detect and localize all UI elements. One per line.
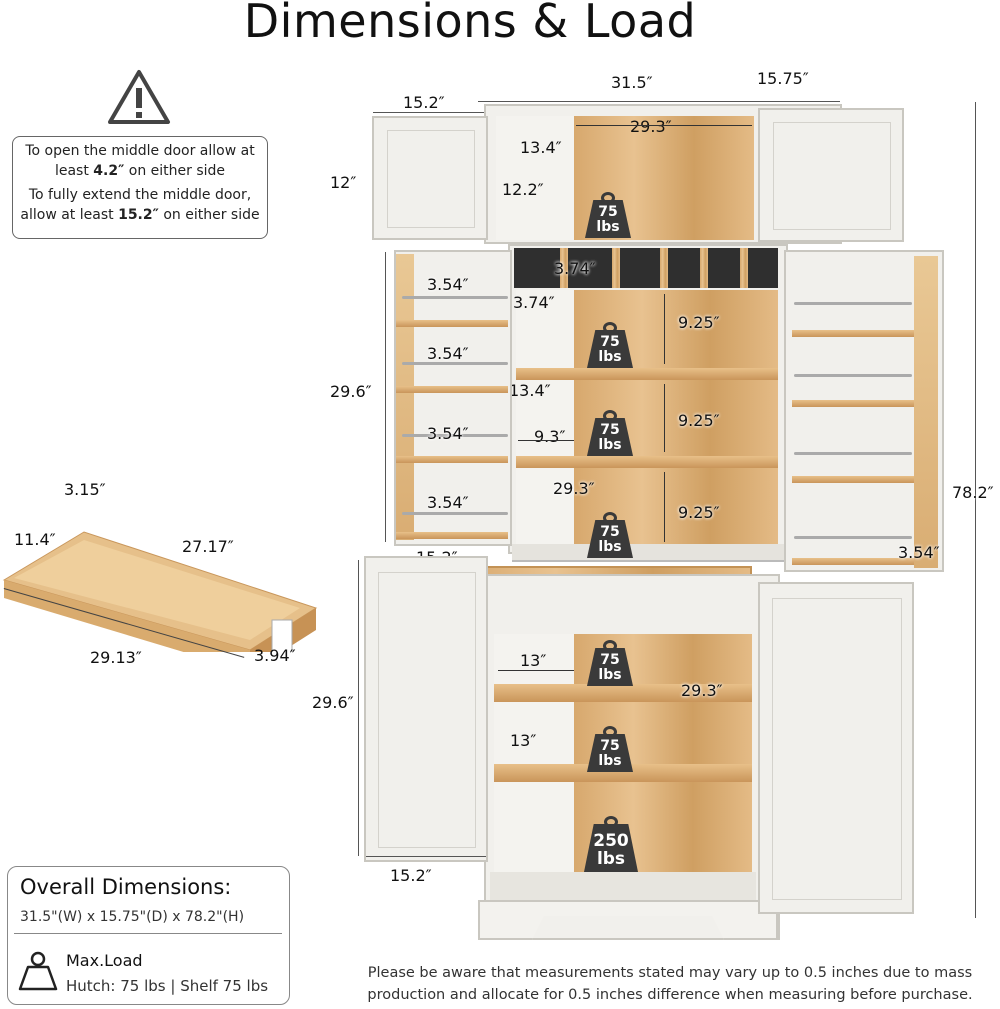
left-rack-shelf-4 [396, 532, 508, 539]
bottom-shelf-1 [494, 684, 752, 702]
hutch-inner-height-label: 12.2″ [502, 180, 544, 199]
bottom-door-width-label: 15.2″ [390, 866, 432, 885]
middle-bottom-shelf [512, 544, 784, 562]
bottom-left-door-panel [378, 572, 476, 848]
drawer-outer-height-label: 3.94″ [254, 646, 296, 665]
right-rack-shelf-4 [792, 558, 914, 565]
right-rack-shelf-3 [792, 476, 914, 483]
door-clearance-note: To open the middle door allow at least 4… [12, 136, 268, 239]
bottom-left-door[interactable] [364, 556, 488, 862]
middle-side-width-label: 9.3″ [534, 427, 566, 446]
rack-spacing-label-2: 3.54″ [427, 344, 469, 363]
drawer-drawing [2, 531, 318, 652]
middle-height-label: 29.6″ [330, 382, 372, 401]
bottom-right-door-panel [772, 598, 902, 900]
left-rack-shelf-3 [396, 456, 508, 463]
hutch-left-door-panel [387, 130, 475, 228]
max-load-value: Hutch: 75 lbs | Shelf 75 lbs [66, 977, 269, 995]
middle-shelf-1 [516, 368, 778, 380]
drawer-illustration: 3.15″ 11.4″ 27.17″ 29.13″ 3.94″ [0, 478, 320, 678]
rack-spacing-label-4: 3.54″ [427, 493, 469, 512]
drawer-height-label: 3.15″ [64, 480, 106, 499]
right-rack-shelf-1 [792, 330, 914, 337]
bottom-shelf-width-label: 29.3″ [681, 681, 723, 700]
middle-inner-left [516, 290, 574, 550]
middle-inner-width-label: 29.3″ [553, 479, 595, 498]
total-height-label: 78.2″ [952, 483, 994, 502]
hutch-height-label: 12″ [330, 173, 357, 192]
right-rack-shelf-2 [792, 400, 914, 407]
overall-dimensions-value: 31.5"(W) x 15.75"(D) x 78.2"(H) [20, 909, 245, 925]
wine-slot-rack [514, 248, 778, 288]
bottom-base-shelf [490, 872, 756, 900]
warning-triangle-icon [108, 70, 170, 124]
measurement-disclaimer: Please be aware that measurements stated… [367, 965, 973, 1003]
right-door-edge [914, 256, 938, 568]
bottom-height-label: 29.6″ [312, 693, 354, 712]
shelf-spacing-label-3: 9.25″ [678, 503, 720, 522]
top-width-label: 31.5″ [611, 73, 653, 92]
overall-divider [14, 933, 282, 934]
hutch-inner-width-label: 29.3″ [630, 117, 672, 136]
overall-dimensions-title: Overall Dimensions: [20, 875, 232, 899]
rack-spacing-label-1: 3.54″ [427, 275, 469, 294]
max-load-label: Max.Load [66, 951, 143, 970]
left-rack-shelf-2 [396, 386, 508, 393]
bottom-shelf-2 [494, 764, 752, 782]
rack-spacing-label-3: 3.54″ [427, 424, 469, 443]
overall-dimensions-box: Overall Dimensions: 31.5"(W) x 15.75"(D)… [7, 866, 290, 1005]
page-title: Dimensions & Load [243, 0, 697, 48]
bottom-shelf-spacing-label: 13″ [510, 731, 537, 750]
top-door-width-label: 15.2″ [403, 93, 445, 112]
drawer-inner-depth-label: 11.4″ [14, 530, 56, 549]
slot-width-label: 3.74″ [513, 293, 555, 312]
bottom-shelf-depth-label: 13″ [520, 651, 547, 670]
shelf-spacing-label-1: 9.25″ [678, 313, 720, 332]
right-rack-spacing-label: 3.54″ [898, 543, 940, 562]
drawer-outer-length-label: 29.13″ [90, 648, 142, 667]
middle-depth-label: 13.4″ [509, 381, 551, 400]
hutch-right-door[interactable] [758, 108, 904, 242]
hutch-inner-left [496, 116, 574, 240]
top-depth-label: 15.75″ [757, 69, 809, 88]
left-rack-shelf-1 [396, 320, 508, 327]
hutch-left-door[interactable] [372, 116, 488, 240]
shelf-spacing-label-2: 9.25″ [678, 411, 720, 430]
weight-icon [18, 951, 58, 991]
middle-shelf-2 [516, 456, 778, 468]
bottom-inner-left [494, 634, 574, 874]
bottom-right-door[interactable] [758, 582, 914, 914]
slot-height-label: 3.74″ [554, 259, 596, 278]
hutch-inner-depth-label: 13.4″ [520, 138, 562, 157]
hutch-right-door-panel [773, 122, 891, 230]
drawer-inner-length-label: 27.17″ [182, 537, 234, 556]
